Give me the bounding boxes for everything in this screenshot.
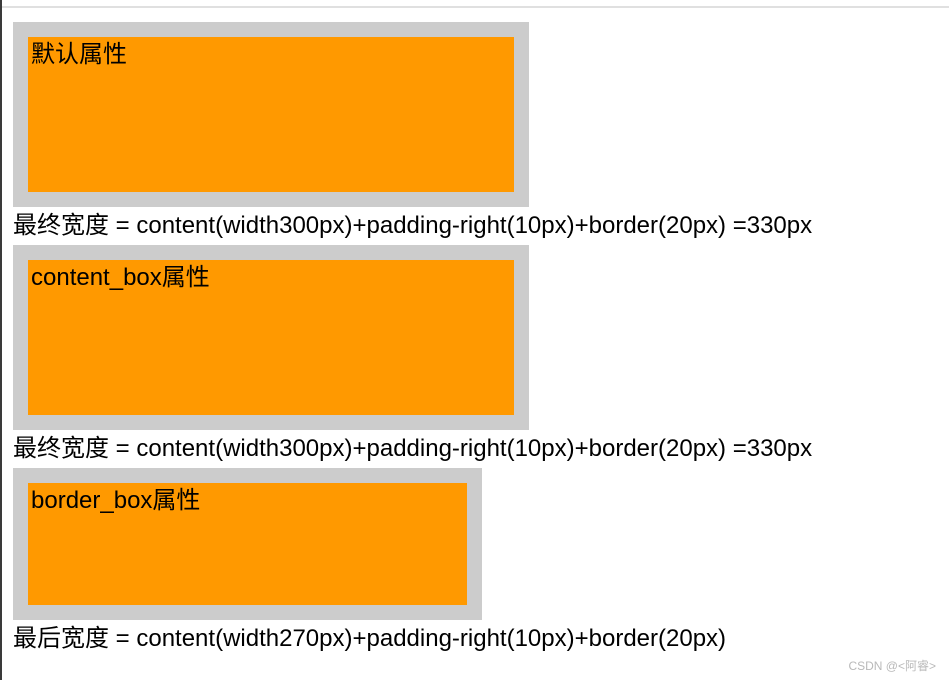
window-left-edge [0, 0, 2, 680]
page-top-rule [2, 6, 949, 8]
caption-content-box: 最终宽度 = content(width300px)+padding-right… [13, 435, 813, 462]
box-label-content-box: content_box属性 [31, 264, 210, 291]
page-content: 默认属性 最终宽度 = content(width300px)+padding-… [13, 22, 949, 654]
demo-box-border-box: border_box属性 [13, 468, 482, 620]
demo-section-content-box: content_box属性 最终宽度 = content(width300px)… [13, 245, 949, 464]
csdn-watermark: CSDN @<阿睿> [848, 659, 936, 673]
box-label-border-box: border_box属性 [31, 487, 201, 514]
demo-section-default: 默认属性 最终宽度 = content(width300px)+padding-… [13, 22, 949, 241]
demo-box-content-box: content_box属性 [13, 245, 529, 430]
demo-section-border-box: border_box属性 最后宽度 = content(width270px)+… [13, 468, 949, 654]
box-label-default: 默认属性 [31, 41, 127, 68]
demo-box-default: 默认属性 [13, 22, 529, 207]
caption-default: 最终宽度 = content(width300px)+padding-right… [13, 212, 813, 239]
caption-border-box: 最后宽度 = content(width270px)+padding-right… [13, 625, 727, 652]
